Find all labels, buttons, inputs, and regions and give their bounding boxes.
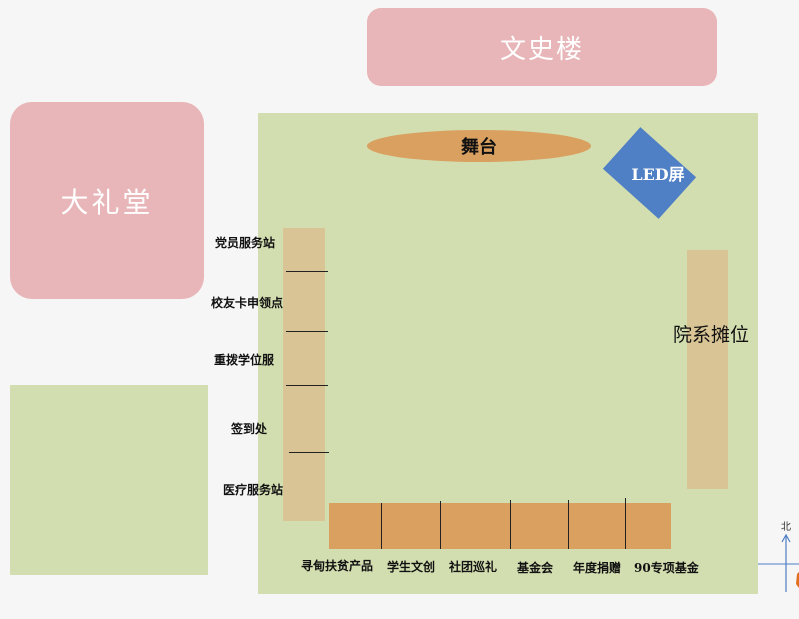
left-booth-divider [289, 452, 329, 453]
stall-divider [510, 500, 511, 549]
stage: 舞台 [367, 130, 591, 162]
compass-north-label: 北 [781, 522, 791, 533]
lawn-area [10, 385, 208, 575]
north-arrow-icon [758, 533, 799, 592]
dalitang-building: 大礼堂 [10, 102, 204, 299]
left-booth-divider [286, 271, 328, 272]
stall-label: 寻甸扶贫产品 [301, 559, 374, 573]
department-booths-label: 院系摊位 [673, 324, 750, 346]
left-booth-divider [286, 385, 328, 386]
station-label: 校友卡申领点 [211, 296, 284, 310]
compass: 北 [758, 518, 799, 598]
stall-label: 基金会 [517, 561, 554, 575]
left-booth-strip [283, 228, 325, 521]
stall-label: 学生文创 [387, 560, 436, 574]
left-booth-divider [286, 331, 328, 332]
dalitang-building-label: 大礼堂 [60, 185, 154, 219]
station-label: 党员服务站 [215, 236, 276, 250]
department-booth-strip [687, 250, 728, 489]
stage-label: 舞台 [461, 137, 497, 158]
stall-label: 年度捐赠 [573, 561, 622, 575]
station-label: 重拨学位服 [214, 353, 275, 367]
station-label: 医疗服务站 [223, 483, 284, 497]
bottom-stall-strip [329, 503, 671, 549]
stall-label: 社团巡礼 [449, 560, 498, 574]
led-screen-label: LED屏 [631, 165, 685, 184]
wenshi-building: 文史楼 [367, 8, 717, 86]
stall-divider [625, 498, 626, 549]
wenshi-building-label: 文史楼 [499, 34, 584, 65]
stall-divider [381, 503, 382, 549]
stall-divider [568, 500, 569, 549]
stall-label: 90专项基金 [634, 561, 699, 575]
station-label: 签到处 [231, 422, 268, 436]
stall-divider [440, 501, 441, 549]
